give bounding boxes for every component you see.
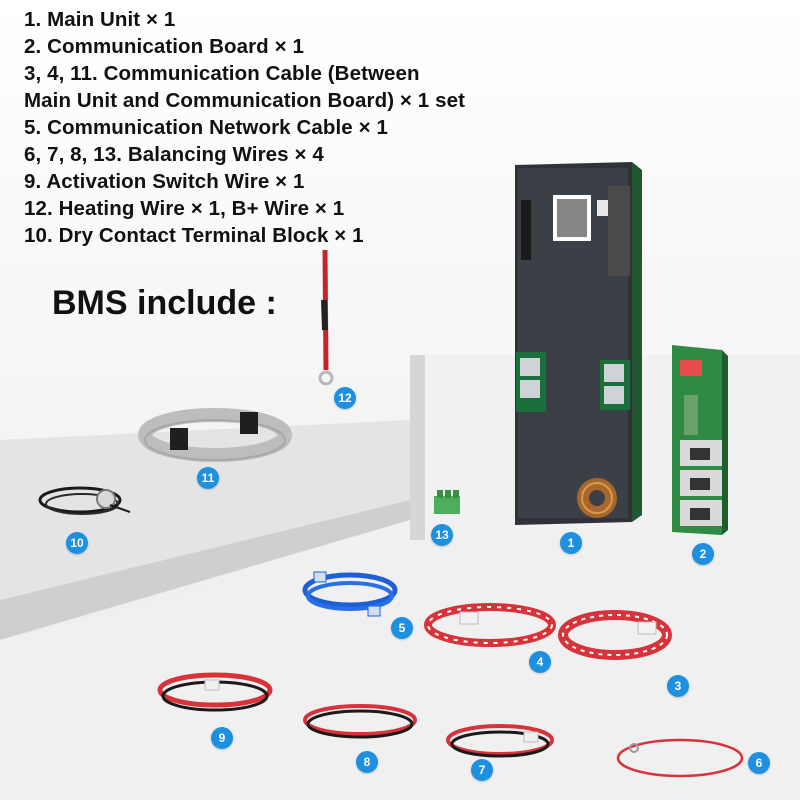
contents-item: Main Unit and Communication Board) × 1 s… <box>24 89 466 112</box>
network-cable-image <box>302 571 398 617</box>
contents-list: 1. Main Unit × 1 2. Communication Board … <box>24 6 584 249</box>
main-unit-image <box>515 162 642 525</box>
contents-item: 12. Heating Wire × 1, B+ Wire × 1 <box>24 197 345 220</box>
badge-2: 2 <box>692 543 714 565</box>
badge-12: 12 <box>334 387 356 409</box>
balancing-cable-4-image <box>424 603 556 647</box>
balancing-wire-7-image <box>446 724 554 758</box>
contents-item: 3, 4, 11. Communication Cable (Between <box>24 62 420 85</box>
badge-11: 11 <box>197 467 219 489</box>
terminal-block-image <box>434 490 460 514</box>
badge-7: 7 <box>471 759 493 781</box>
dry-contact-cable-image <box>38 486 131 515</box>
badge-3: 3 <box>667 675 689 697</box>
communication-board-image <box>672 345 728 535</box>
contents-item: 6, 7, 8, 13. Balancing Wires × 4 <box>24 143 324 166</box>
contents-item: 9. Activation Switch Wire × 1 <box>24 170 305 193</box>
badge-8: 8 <box>356 751 378 773</box>
contents-item: 2. Communication Board × 1 <box>24 35 304 58</box>
badge-5: 5 <box>391 617 413 639</box>
activation-switch-wire-image <box>157 672 273 712</box>
badge-10: 10 <box>66 532 88 554</box>
contents-item: 5. Communication Network Cable × 1 <box>24 116 388 139</box>
balancing-wire-8-image <box>303 704 417 739</box>
bms-include-heading: BMS include : <box>52 284 277 322</box>
badge-1: 1 <box>560 532 582 554</box>
contents-item: 1. Main Unit × 1 <box>24 8 176 31</box>
badge-4: 4 <box>529 651 551 673</box>
balancing-wire-6-image <box>616 738 744 778</box>
badge-6: 6 <box>748 752 770 774</box>
badge-13: 13 <box>431 524 453 546</box>
ribbon-cable-image <box>138 408 292 462</box>
badge-9: 9 <box>211 727 233 749</box>
balancing-cable-3-image <box>558 610 672 660</box>
heating-wire-image <box>318 249 334 386</box>
contents-item: 10. Dry Contact Terminal Block × 1 <box>24 224 364 247</box>
